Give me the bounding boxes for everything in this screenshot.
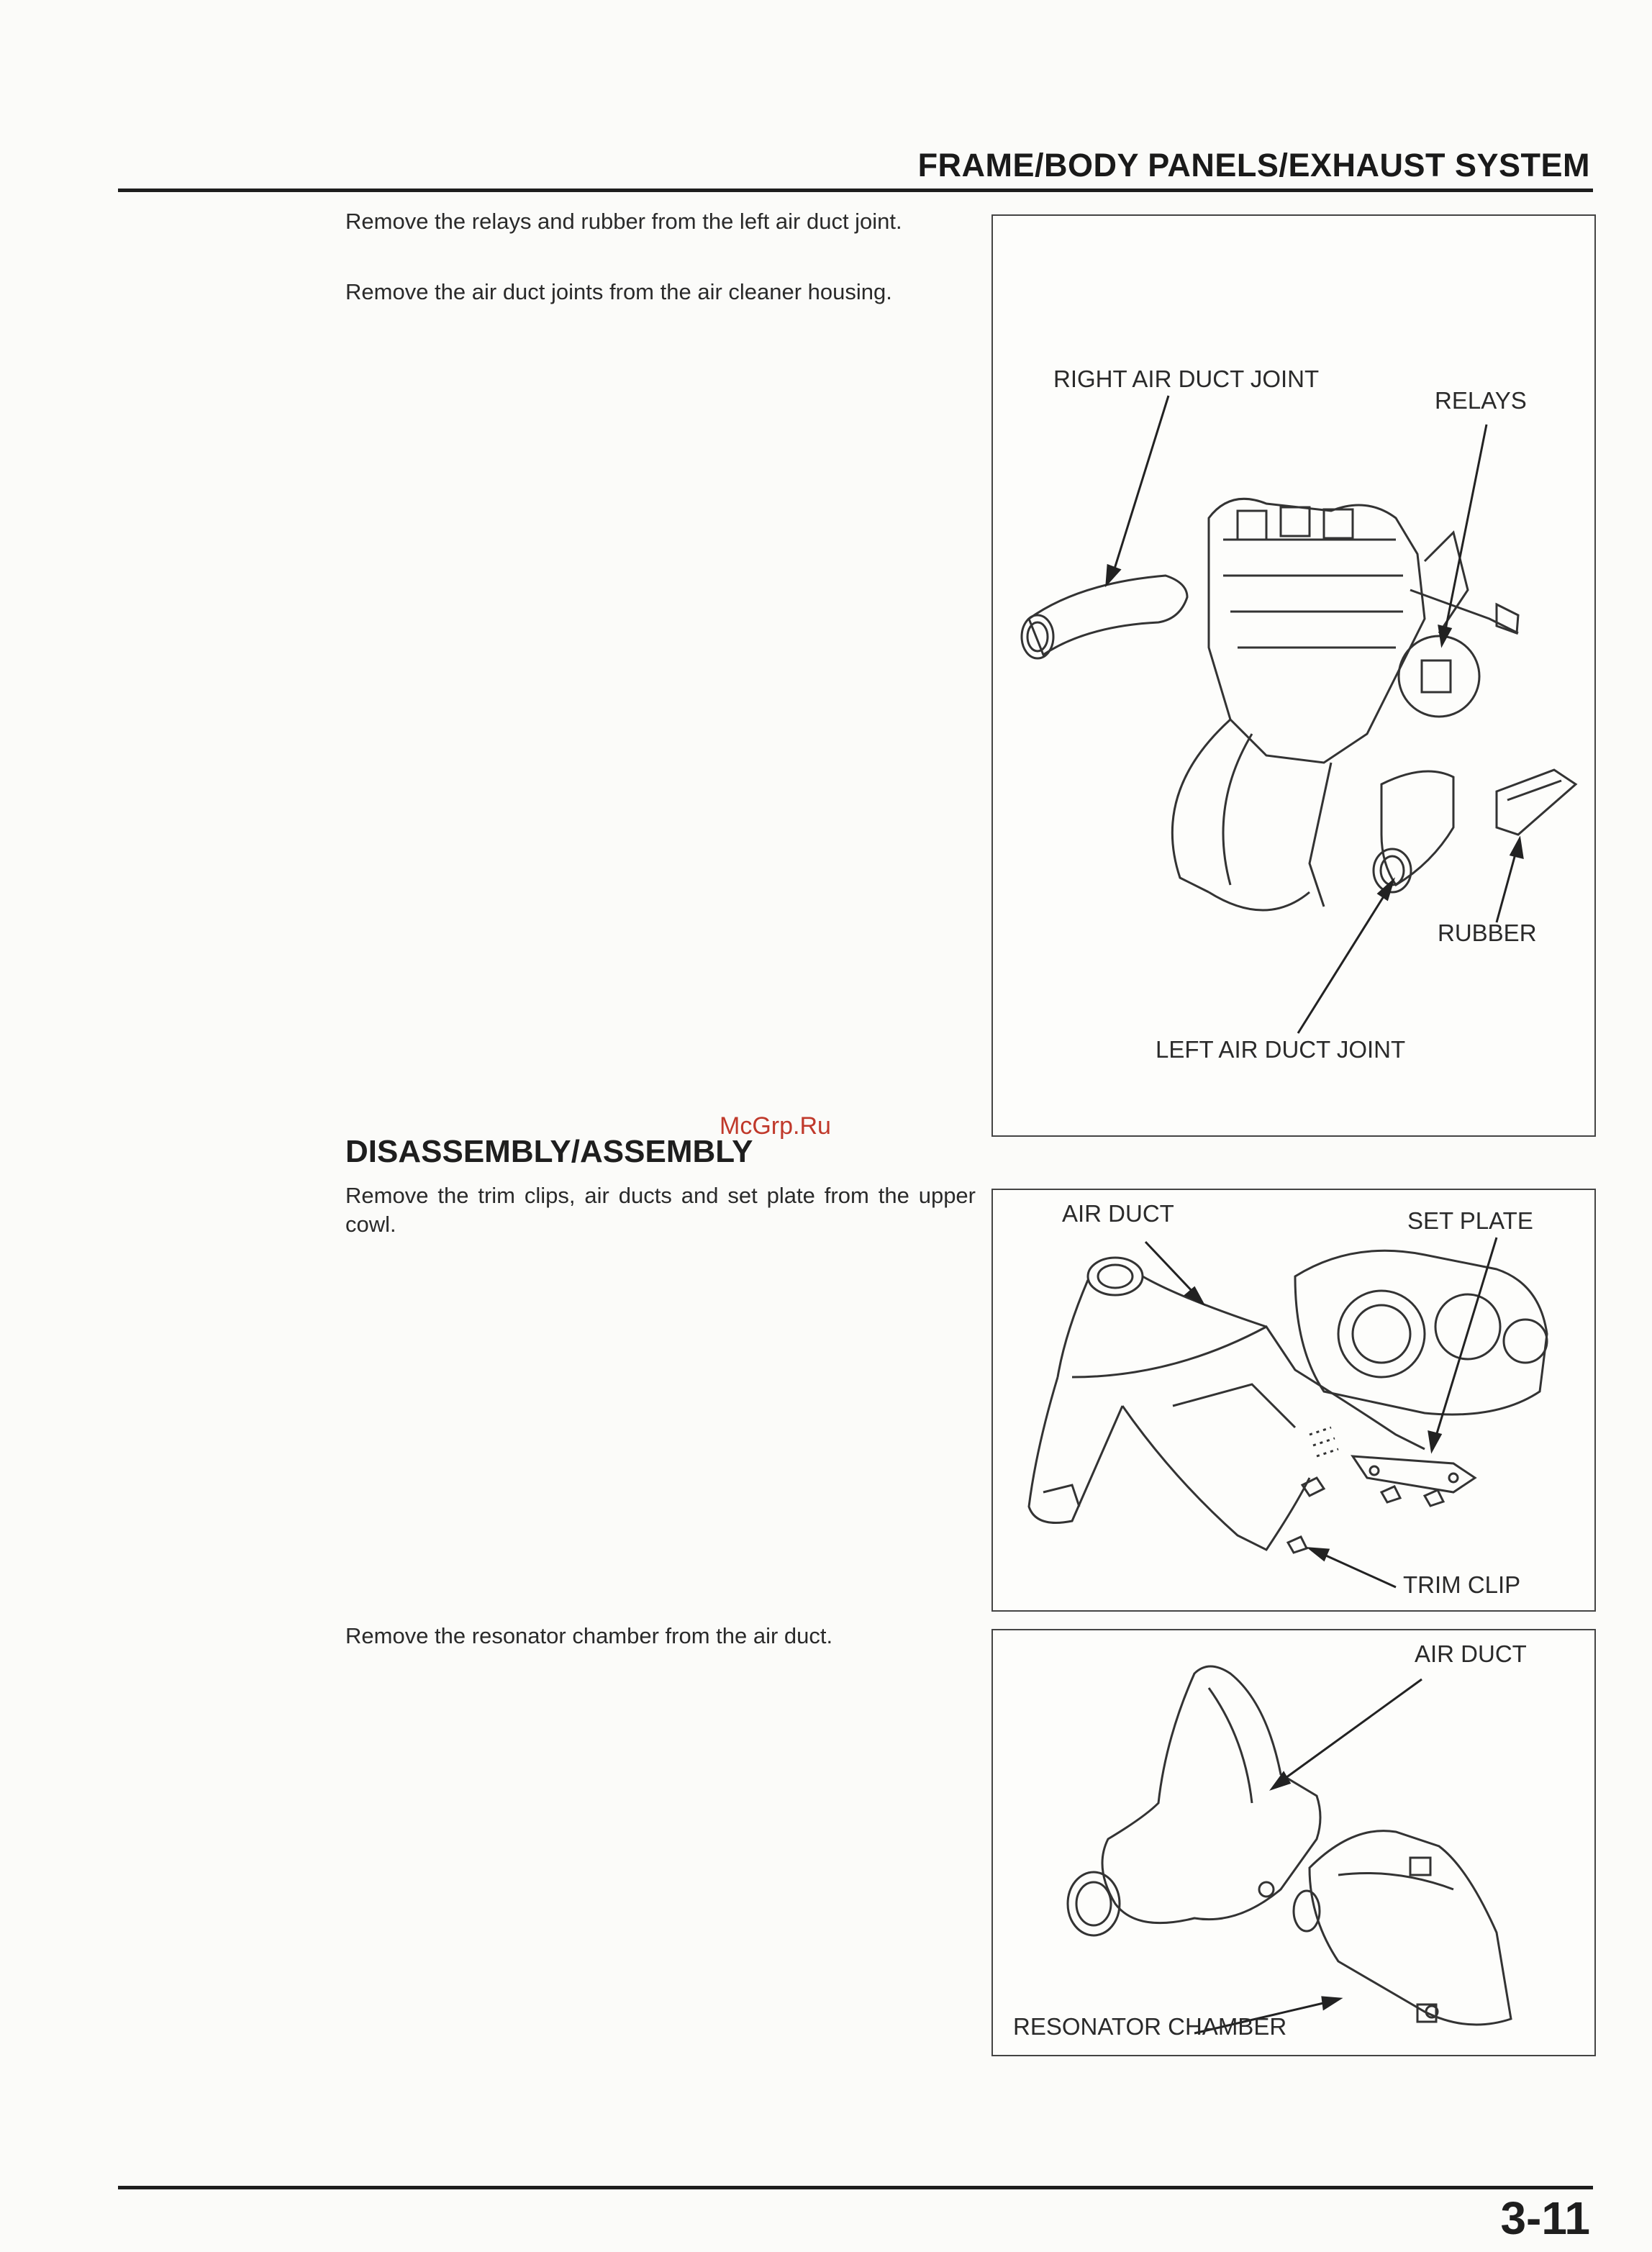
watermark: McGrp.Ru [720,1112,831,1140]
label-air-duct: AIR DUCT [1415,1640,1527,1667]
label-rubber: RUBBER [1438,920,1537,946]
instruction-paragraph: Remove the air duct joints from the air … [345,279,892,304]
page-header-title: FRAME/BODY PANELS/EXHAUST SYSTEM [917,147,1590,183]
label-set-plate: SET PLATE [1407,1207,1533,1234]
label-left-air-duct-joint: LEFT AIR DUCT JOINT [1156,1036,1406,1063]
label-trim-clip: TRIM CLIP [1403,1571,1521,1598]
label-relays: RELAYS [1435,387,1527,414]
label-right-air-duct-joint: RIGHT AIR DUCT JOINT [1053,366,1320,392]
figure-upper-cowl: AIR DUCT SET PLATE TRIM CLIP [991,1189,1596,1612]
instruction-paragraph: Remove the trim clips, air ducts and set… [345,1183,976,1237]
label-resonator-chamber: RESONATOR CHAMBER [1013,2013,1287,2040]
instruction-paragraph: Remove the resonator chamber from the ai… [345,1623,833,1648]
figure-air-duct-joints: RIGHT AIR DUCT JOINT RELAYS RUBBER LEFT … [991,214,1596,1137]
engine-illustration [1020,395,1578,1034]
section-title: DISASSEMBLY/ASSEMBLY [345,1134,753,1169]
header-rule [118,189,1593,192]
resonator-illustration [1066,1665,1512,2035]
footer-rule [118,2186,1593,2189]
page-number: 3-11 [1500,2192,1590,2244]
cowl-illustration [1027,1237,1548,1589]
instruction-paragraph: Remove the relays and rubber from the le… [345,209,902,234]
label-air-duct: AIR DUCT [1062,1200,1174,1227]
figure-resonator-chamber: AIR DUCT RESONATOR CHAMBER [991,1629,1596,2056]
